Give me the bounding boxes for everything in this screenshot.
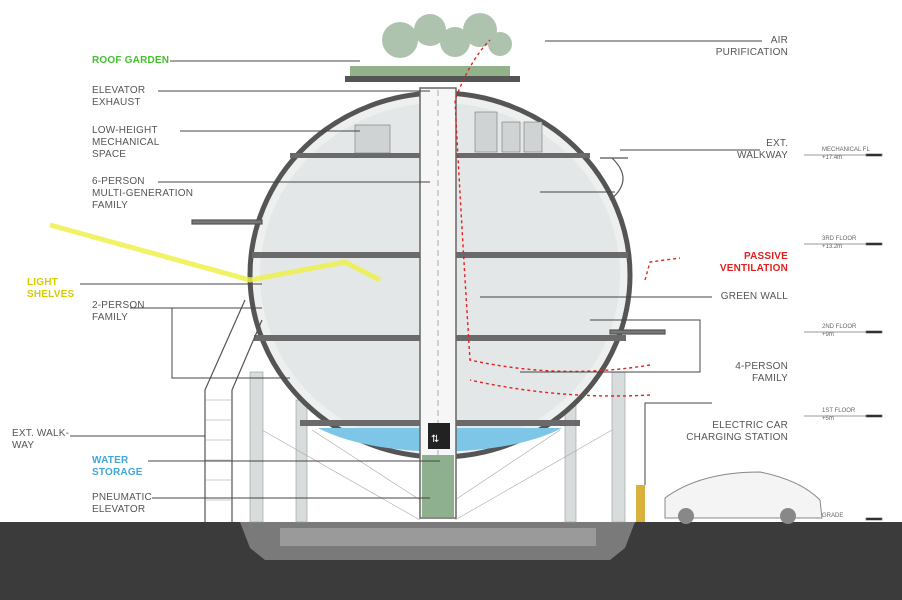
line: MULTI-GENERATION [92,188,194,199]
label-ext-walkway-left: EXT. WALK-WAY [12,428,69,452]
level-name: 3RD FLOOR [822,236,857,242]
pneumatic-elevator-cab [422,455,454,517]
level-grade: GRADE [822,512,843,520]
line: ELEVATOR [92,85,146,96]
line: EXT. [766,138,788,149]
line: FAMILY [92,200,129,211]
line: ELECTRIC CAR [712,420,788,431]
level-1st-floor: 1ST FLOOR +5m [822,407,855,423]
line: LIGHT [27,277,58,288]
level-elevation: +13.2m [822,244,843,250]
label-ext-walkway-right: EXT.WALKWAY [737,138,788,162]
label-roof-garden: ROOF GARDEN [92,55,170,66]
line: FAMILY [751,373,788,384]
level-name: 2ND FLOOR [822,324,857,330]
level-markers [804,153,883,521]
level-elevation: +17.4m [822,155,843,161]
line: EXHAUST [92,97,141,108]
line: 6-PERSON [92,176,145,187]
light-ray [49,222,382,283]
line: WALKWAY [736,150,788,161]
line: MECHANICAL [92,137,160,148]
line: EXT. WALK- [12,428,70,439]
line: LOW-HEIGHT [92,125,158,136]
line: FAMILY [92,312,129,323]
level-3rd-floor: 3RD FLOOR +13.2m [822,235,856,251]
electric-car [664,471,823,524]
line: CHARGING STATION [686,432,788,443]
level-name: 1ST FLOOR [822,408,856,414]
elevator-icon [428,423,450,449]
svg-text:⇅: ⇅ [431,434,439,445]
leader-lines [70,40,762,499]
line: PASSIVE [743,251,788,262]
line: SPACE [92,149,127,160]
line: AIR [770,35,788,46]
line: WAY [12,440,35,451]
line: 4-PERSON [735,361,788,372]
line: ELEVATOR [92,504,146,515]
mechanical-equipment [354,111,543,154]
roof-garden-trees [350,13,512,76]
level-name: GRADE [822,513,844,519]
line: WATER [92,455,129,466]
roof-deck [345,76,520,82]
line: PURIFICATION [715,47,788,58]
ventilation-arrows [454,39,681,397]
level-2nd-floor: 2ND FLOOR +9m [822,323,856,339]
level-mechanical: MECHANICAL FL +17.4m [822,146,870,162]
level-name: MECHANICAL FL [822,147,870,153]
level-elevation: +9m [822,332,834,338]
line: PNEUMATIC [92,492,152,503]
label-green-wall: GREEN WALL [720,291,788,302]
line: 2-PERSON [92,300,145,311]
line: VENTILATION [719,263,788,274]
level-elevation: +5m [822,416,834,422]
external-walkways [191,157,666,522]
line: STORAGE [92,467,143,478]
charging-station [636,485,645,522]
line: SHELVES [27,289,75,300]
